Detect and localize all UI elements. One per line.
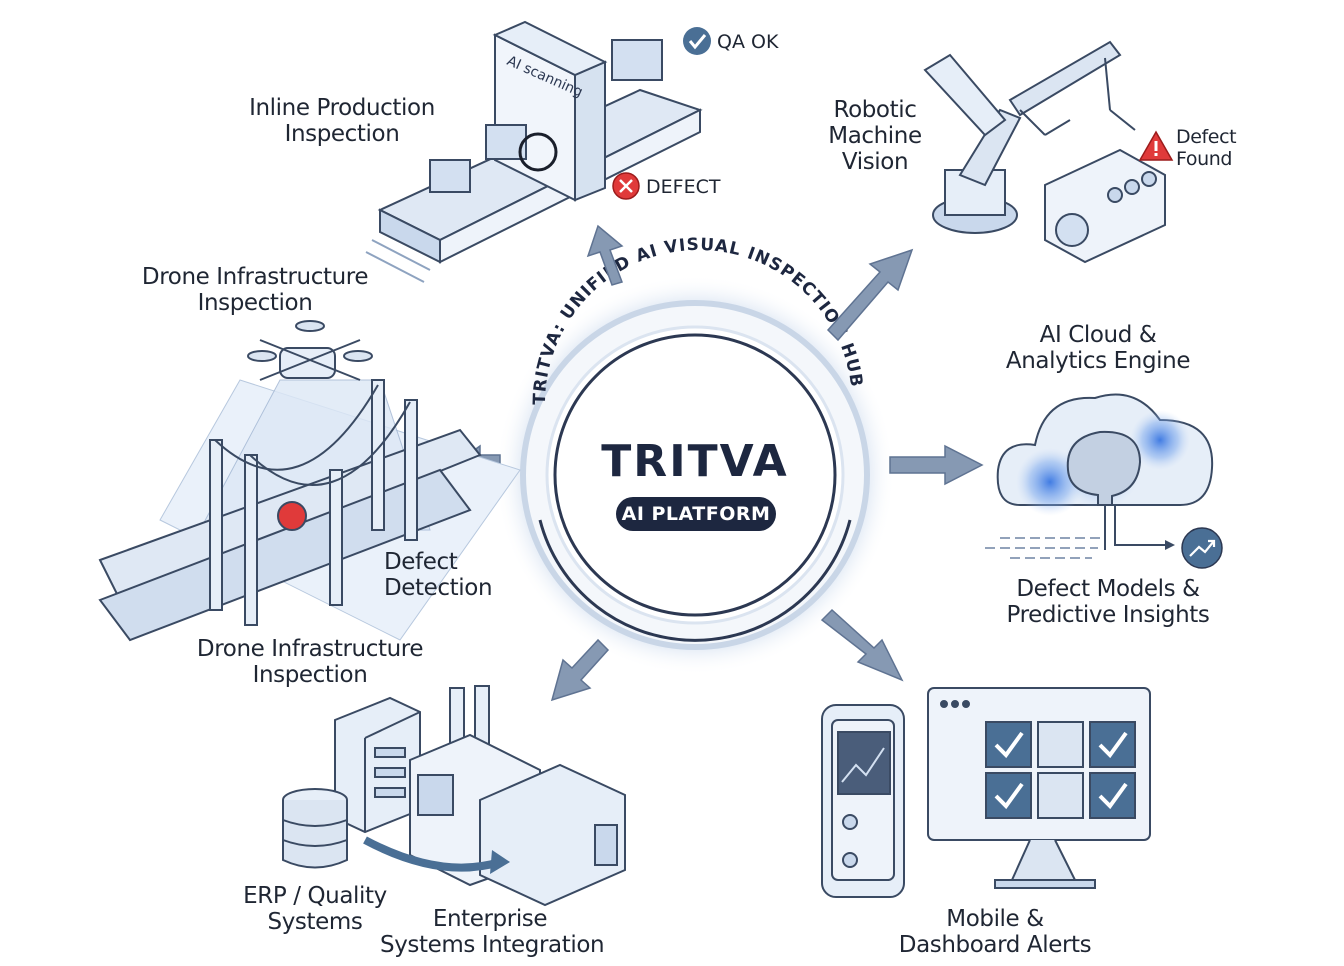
trend-up-icon: [1181, 527, 1223, 569]
x-circle-icon: [612, 172, 640, 200]
arrow-to-inline: [586, 224, 624, 286]
inline-defect-label: DEFECT: [646, 176, 721, 198]
label-erp-quality: ERP / Quality Systems: [243, 883, 387, 935]
label-enterprise-integration: Enterprise Systems Integration: [380, 906, 605, 958]
arrow-to-mobile: [820, 608, 904, 682]
inline-production-illustration: AI scanning: [365, 20, 703, 283]
arrow-to-enterprise: [550, 638, 610, 702]
label-drone-top: Drone Infrastructure Inspection: [141, 264, 369, 316]
checkbox-icon: [1089, 772, 1136, 819]
checkbox-grid: [985, 721, 1136, 819]
label-inline-production: Inline Production Inspection: [249, 95, 435, 147]
arrow-to-cloud: [889, 444, 984, 486]
qa-ok-label: QA OK: [717, 31, 779, 53]
check-circle-icon: [683, 27, 711, 55]
ai-cloud-illustration: [985, 393, 1214, 559]
arrow-to-robotic: [826, 248, 914, 342]
label-defect-found: Defect Found: [1176, 126, 1237, 170]
bridge-defect-marker: [277, 501, 307, 531]
flow-arrows: [453, 224, 984, 702]
label-defect-detection: Defect Detection: [384, 549, 493, 601]
checkbox-icon: [985, 721, 1032, 768]
robotic-arm-illustration: [923, 40, 1166, 264]
checkbox-icon: [1089, 721, 1136, 768]
warning-triangle-icon: [1138, 130, 1174, 161]
label-drone-bottom: Drone Infrastructure Inspection: [196, 636, 424, 688]
checkbox-icon: [985, 772, 1032, 819]
label-defect-models: Defect Models & Predictive Insights: [1006, 576, 1210, 628]
hub-title: TRITVA: [601, 436, 789, 487]
label-mobile-dashboard: Mobile & Dashboard Alerts: [898, 906, 1092, 958]
hub-badge: AI PLATFORM: [616, 497, 776, 531]
label-ai-cloud: AI Cloud & Analytics Engine: [1005, 322, 1191, 374]
enterprise-illustration: [282, 685, 626, 907]
label-robotic-vision: Robotic Machine Vision: [828, 97, 922, 175]
